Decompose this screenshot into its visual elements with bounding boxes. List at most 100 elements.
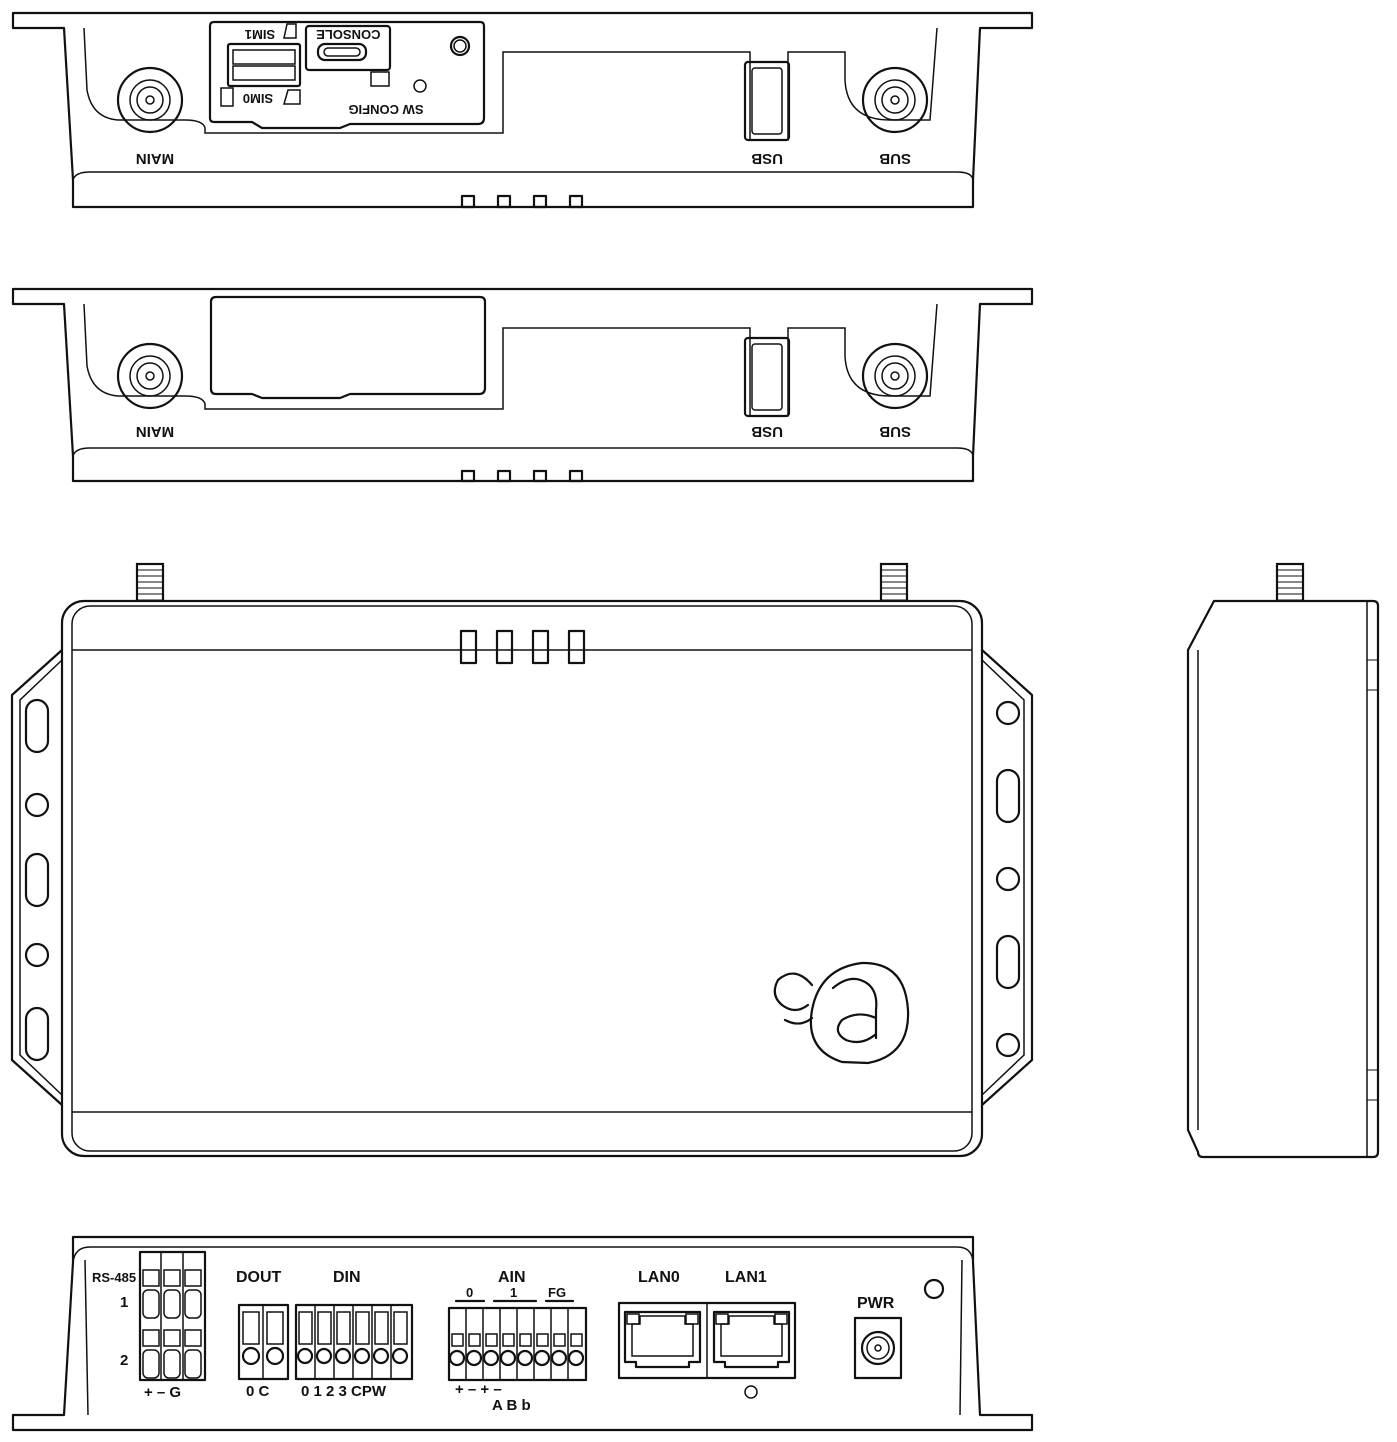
right-mounting-flange	[980, 648, 1034, 1107]
top-view-open-led-3	[532, 194, 548, 209]
ain-pin-labels: + – + –	[455, 1381, 502, 1398]
sim0-indicator	[220, 87, 234, 107]
power-jack-housing	[853, 1316, 903, 1380]
top-view-open: MAIN USB SUB CONSOLE SIM1 SIM0 SW CONFIG	[11, 11, 1034, 209]
top-view-closed-inner-edge	[72, 447, 974, 457]
rs485-label: RS-485	[92, 1270, 136, 1285]
top-view-closed-led-3	[532, 469, 548, 483]
top-view-closed-main-label: MAIN	[136, 423, 174, 440]
dout-pin-labels: 0 C	[246, 1383, 270, 1400]
lan-reset-hole	[744, 1385, 758, 1399]
power-jack	[853, 1316, 903, 1380]
right-hole-3	[995, 1032, 1021, 1058]
front-panel-led-hole	[923, 1278, 945, 1300]
device-body-inner	[71, 605, 973, 1152]
main-antenna-port-closed	[116, 342, 184, 410]
sub-antenna-stud	[879, 562, 909, 608]
rs485-housing	[138, 1250, 207, 1382]
din-pin-labels: 0 1 2 3 CPW	[301, 1383, 387, 1400]
lan0-port	[623, 1310, 702, 1369]
left-slot-3	[24, 1006, 50, 1062]
usb-port-closed	[743, 336, 791, 418]
top-view-closed-flange	[11, 287, 1034, 483]
lan0-label: LAN0	[638, 1269, 680, 1286]
top-view-open-screw	[449, 35, 471, 57]
top-view-open-inner-edge	[72, 171, 974, 181]
top-view-closed-sub-label: SUB	[879, 423, 911, 440]
ain-group-0-label: 0	[466, 1285, 473, 1300]
status-led-2	[495, 629, 514, 665]
top-view-closed-bezel	[83, 303, 938, 417]
top-view-closed-usb-label: USB	[751, 423, 783, 440]
status-led-4	[567, 629, 586, 665]
console-label: CONSOLE	[316, 27, 381, 42]
ain-group-1-label: 1	[510, 1285, 517, 1300]
left-hole-1	[24, 792, 50, 818]
ain-terminal-block	[447, 1299, 588, 1382]
top-view-open-flange	[11, 11, 1034, 209]
right-hole-1	[995, 700, 1021, 726]
dout-terminal-block	[237, 1303, 290, 1381]
side-antenna-stud	[1275, 562, 1305, 608]
top-view-open-main-label: MAIN	[136, 150, 174, 167]
left-slot-2	[24, 852, 50, 908]
pwr-label: PWR	[857, 1295, 895, 1312]
din-terminal-block	[294, 1303, 414, 1381]
top-view-open-bezel	[83, 27, 938, 141]
rs485-terminal-block	[138, 1250, 207, 1382]
dout-label: DOUT	[236, 1269, 282, 1286]
sim1-label: SIM1	[245, 27, 275, 42]
sim0-label: SIM0	[243, 91, 273, 106]
lan1-port	[712, 1310, 791, 1369]
ain-pin-labels-2: A B b	[492, 1397, 531, 1414]
right-hole-2	[995, 866, 1021, 892]
rs485-row2-label: 2	[120, 1352, 128, 1369]
sim1-slot	[226, 42, 302, 88]
side-view	[1186, 562, 1380, 1159]
top-view-open-led-2	[496, 194, 512, 209]
console-compartment	[208, 20, 486, 130]
main-antenna-stud	[135, 562, 165, 608]
top-view-closed-led-1	[460, 469, 476, 483]
usb-port	[743, 60, 791, 142]
main-face-view	[10, 562, 1034, 1158]
status-led-3	[531, 629, 550, 665]
side-body	[1186, 599, 1380, 1159]
din-housing	[294, 1303, 414, 1381]
top-view-closed: MAIN USB SUB	[11, 287, 1034, 483]
sw-config-label: SW CONFIG	[348, 102, 423, 117]
top-view-closed-led-2	[496, 469, 512, 483]
left-slot-1	[24, 698, 50, 754]
console-usb-c-port	[316, 42, 368, 62]
status-led-1	[459, 629, 478, 665]
din-label: DIN	[333, 1269, 361, 1286]
top-view-open-sub-label: SUB	[879, 150, 911, 167]
right-slot-2	[995, 934, 1021, 990]
sub-antenna-port-closed	[861, 342, 929, 410]
sub-antenna-port	[861, 66, 929, 134]
console-outline	[304, 24, 392, 72]
front-panel-outline	[11, 1235, 1034, 1432]
sw-config-hole	[413, 79, 427, 93]
brand-logo	[773, 961, 910, 1065]
front-panel-view: RS-485 1 2 + – G DOUT 0 C	[11, 1235, 1034, 1432]
left-hole-2	[24, 942, 50, 968]
top-view-closed-led-4	[568, 469, 584, 483]
lan-ports	[617, 1301, 797, 1380]
top-view-open-led-4	[568, 194, 584, 209]
main-antenna-port	[116, 66, 184, 134]
top-view-open-usb-label: USB	[751, 150, 783, 167]
ain-label: AIN	[498, 1269, 526, 1286]
left-mounting-flange	[10, 648, 64, 1107]
top-view-open-led-1	[460, 194, 476, 209]
sw-config-switch	[370, 71, 390, 87]
rs485-row1-label: 1	[120, 1294, 128, 1311]
right-slot-1	[995, 768, 1021, 824]
device-body	[60, 599, 984, 1158]
rs485-pin-labels: + – G	[144, 1384, 181, 1401]
lan1-label: LAN1	[725, 1269, 767, 1286]
closed-door	[209, 295, 487, 400]
fg-label: FG	[548, 1285, 566, 1300]
